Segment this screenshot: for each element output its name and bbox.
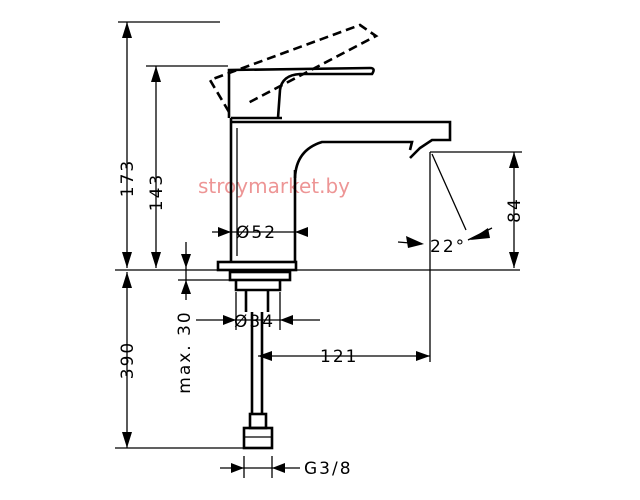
dim-spout-height: 84	[505, 197, 525, 223]
dim-spray-angle: 22°	[430, 237, 466, 257]
dimension-lines	[115, 21, 522, 478]
dim-connection-thread: G3/8	[304, 459, 353, 479]
dim-body-diameter: Ø52	[236, 223, 277, 243]
faucet-outline	[208, 23, 452, 450]
watermark: stroymarket.by	[198, 174, 350, 198]
dim-pipe-length: 390	[118, 341, 138, 379]
dim-total-height: 173	[118, 159, 138, 197]
dim-spout-reach: 121	[320, 347, 358, 367]
dim-max-thickness: max. 30	[175, 310, 195, 393]
dim-lever-height: 143	[147, 173, 167, 211]
dim-thread-diameter: Ø34	[234, 312, 275, 332]
